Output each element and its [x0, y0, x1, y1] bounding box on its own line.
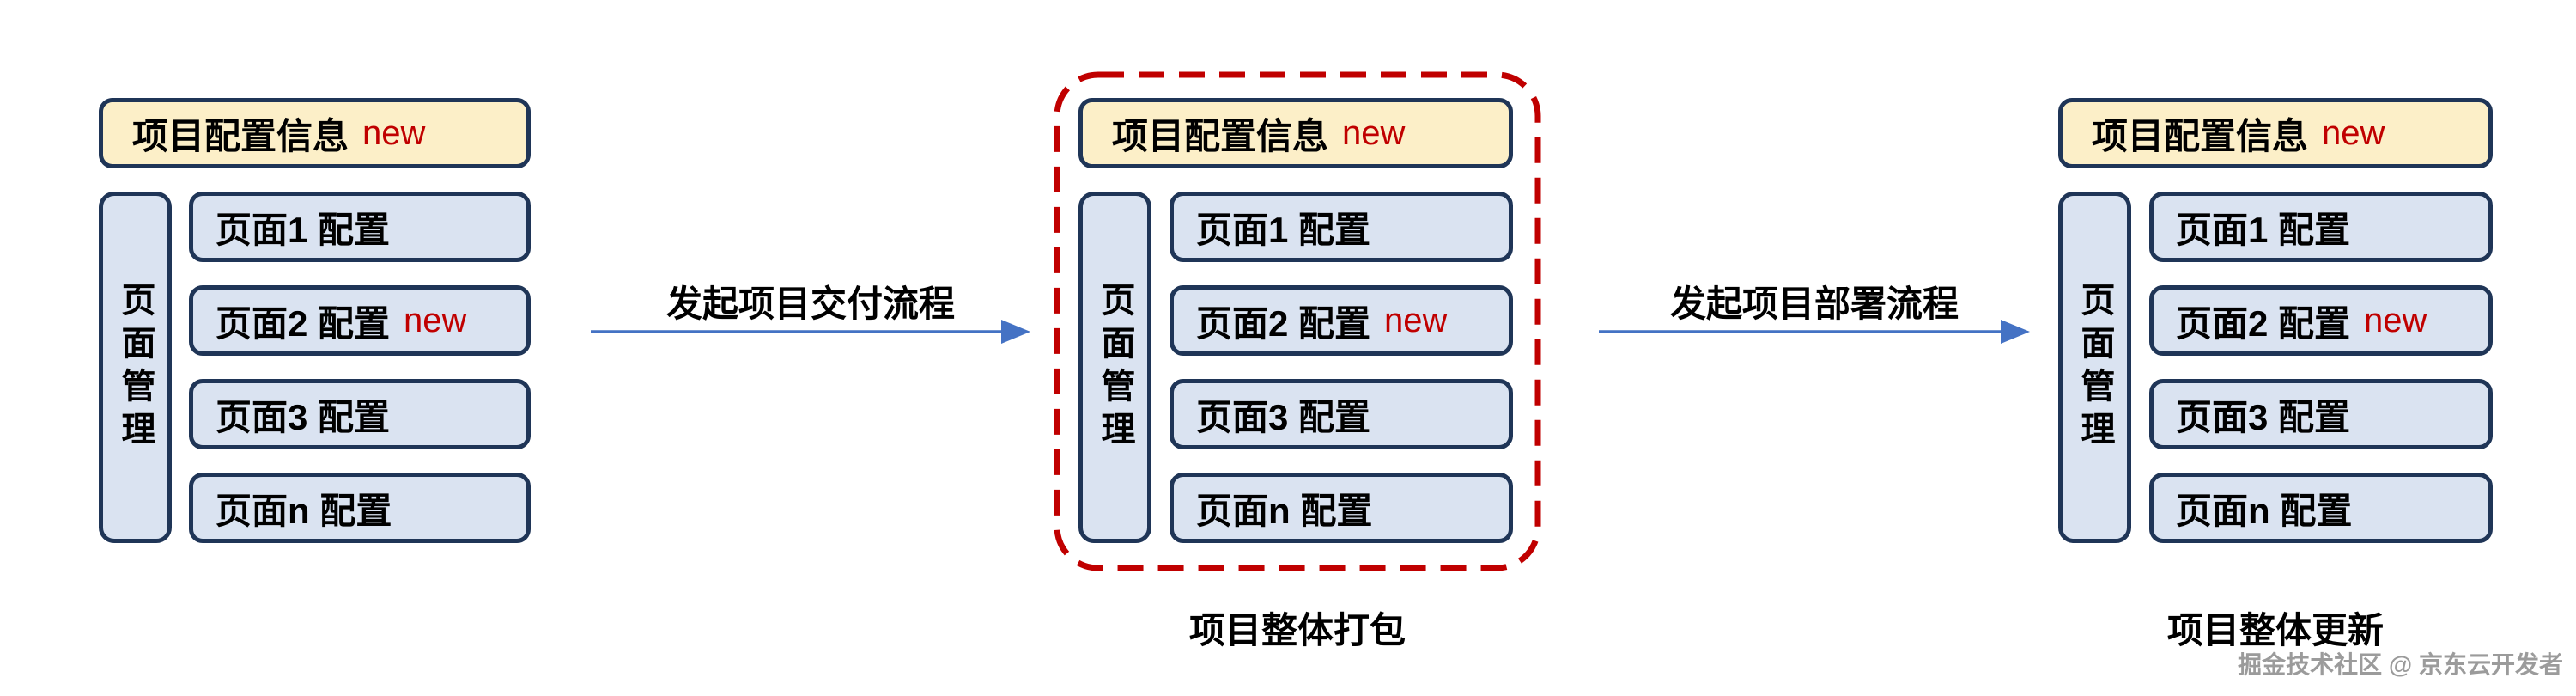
page-config-box: 页面3 配置: [2149, 379, 2493, 449]
deployment-flow-arrow-label: 发起项目部署流程: [1669, 284, 1959, 324]
page-config-box: 页面n 配置: [2149, 473, 2493, 543]
page-config-label: 页面n 配置: [2176, 490, 2353, 531]
new-badge: new: [1384, 301, 1448, 339]
delivery-flow-arrow-label: 发起项目交付流程: [665, 284, 955, 324]
page-config-label: 页面1 配置: [1196, 209, 1371, 250]
page-management-label: 页面管理: [2075, 281, 2114, 454]
packaging-boundary-dashed-border: [1054, 71, 1541, 571]
page-config-label: 页面3 配置: [2176, 396, 2351, 437]
page-config-box: 页面1 配置: [1170, 192, 1513, 262]
delivery-flow-arrow: [591, 320, 1030, 344]
page-management-sidebar: 页面管理: [1078, 192, 1151, 543]
page-config-label: 页面1 配置: [216, 209, 391, 250]
arrow-head-icon: [2001, 320, 2030, 344]
page-config-box: 页面n 配置: [189, 473, 531, 543]
page-config-box: 页面3 配置: [189, 379, 531, 449]
page-management-sidebar: 页面管理: [2058, 192, 2131, 543]
page-management-label: 页面管理: [1096, 281, 1134, 454]
project-config-title: 项目配置信息: [1112, 115, 1329, 156]
page-config-label: 页面3 配置: [1196, 396, 1371, 437]
page-config-box: 页面1 配置: [2149, 192, 2493, 262]
update-caption: 项目整体更新: [2166, 610, 2384, 650]
page-management-sidebar: 页面管理: [99, 192, 172, 543]
page-config-label: 页面2 配置: [2176, 302, 2351, 344]
page-config-box: 页面2 配置 new: [2149, 285, 2493, 356]
page-config-box: 页面n 配置: [1170, 473, 1513, 543]
project-config-box: 项目配置信息 new: [1078, 98, 1513, 168]
page-config-box: 页面1 配置: [189, 192, 531, 262]
project-config-title: 项目配置信息: [2092, 115, 2309, 156]
page-config-label: 页面n 配置: [216, 490, 392, 531]
new-badge: new: [2364, 301, 2427, 339]
watermark: 掘金技术社区 @ 京东云开发者: [2238, 651, 2563, 678]
page-config-box: 页面2 配置 new: [189, 285, 531, 356]
new-badge: new: [404, 301, 467, 339]
page-config-label: 页面1 配置: [2176, 209, 2351, 250]
new-badge: new: [2322, 113, 2385, 152]
page-config-box: 页面3 配置: [1170, 379, 1513, 449]
page-management-label: 页面管理: [116, 281, 155, 454]
arrow-head-icon: [1001, 320, 1030, 344]
new-badge: new: [362, 113, 426, 152]
deployment-flow-arrow: [1599, 320, 2030, 344]
page-config-label: 页面2 配置: [1196, 302, 1371, 344]
page-config-label: 页面n 配置: [1196, 490, 1373, 531]
project-config-title: 项目配置信息: [132, 115, 349, 156]
packaging-caption: 项目整体打包: [1188, 610, 1406, 650]
page-config-box: 页面2 配置 new: [1170, 285, 1513, 356]
project-config-box: 项目配置信息 new: [2058, 98, 2493, 168]
new-badge: new: [1342, 113, 1406, 152]
project-config-box: 项目配置信息 new: [99, 98, 531, 168]
page-config-label: 页面2 配置: [216, 302, 391, 344]
page-config-label: 页面3 配置: [216, 396, 391, 437]
